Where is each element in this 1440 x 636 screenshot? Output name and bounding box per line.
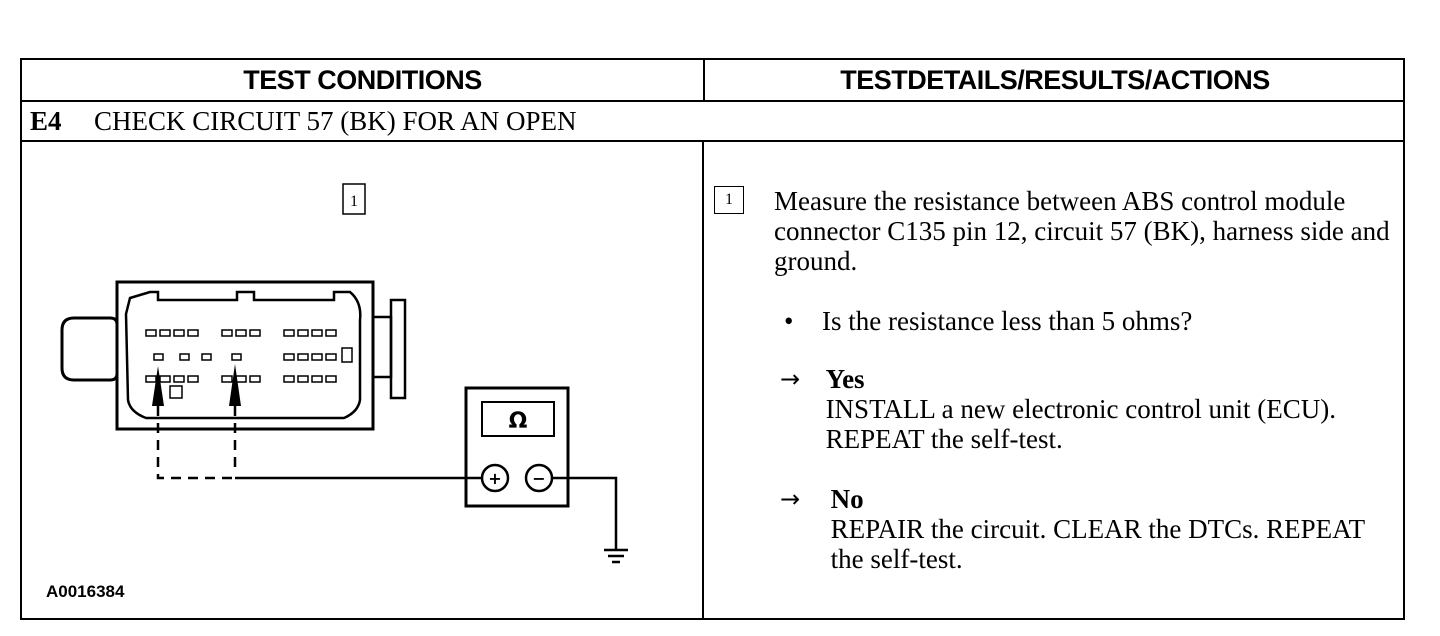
- header-rule: [22, 100, 1403, 102]
- yes-label: Yes: [825, 364, 865, 394]
- probe-tip-right: [229, 364, 241, 406]
- connector-left-tab: [60, 316, 119, 382]
- connector-right-clip: [389, 298, 407, 400]
- ohmmeter-display: [481, 401, 555, 437]
- no-answer: → No REPAIR the circuit. CLEAR the DTCs.…: [780, 484, 1380, 574]
- test-procedure-sheet: TEST CONDITIONS TESTDETAILS/RESULTS/ACTI…: [20, 58, 1405, 620]
- figure-id: A0016384: [46, 582, 125, 601]
- test-diagram: 1: [22, 142, 702, 620]
- arrow-right-icon: →: [780, 365, 801, 393]
- arrow-right-icon: →: [780, 485, 801, 513]
- no-action: REPAIR the circuit. CLEAR the DTCs. REPE…: [830, 514, 1365, 574]
- bullet-icon: •: [784, 306, 794, 336]
- test-details: 1 Measure the resistance between ABS con…: [704, 142, 1405, 620]
- connector-inner-shell: [124, 290, 362, 420]
- connector-meter-diagram: 1: [60, 183, 628, 564]
- step-row: E4 CHECK CIRCUIT 57 (BK) FOR AN OPEN: [22, 102, 1403, 140]
- ground-lead: [552, 476, 618, 550]
- ohm-symbol: Ω: [509, 409, 528, 434]
- connector-body: [115, 280, 375, 431]
- yes-answer: → Yes INSTALL a new electronic control u…: [780, 364, 1380, 454]
- plus-symbol: +: [488, 469, 501, 488]
- no-label: No: [830, 484, 864, 514]
- dashed-lead-left: [156, 406, 235, 480]
- yes-action: INSTALL a new electronic control unit (E…: [825, 394, 1336, 454]
- question-row: • Is the resistance less than 5 ohms?: [784, 306, 1192, 336]
- probe-tip-left: [152, 366, 164, 406]
- ohmmeter-body: [464, 386, 570, 508]
- test-conditions-header: TEST CONDITIONS: [243, 64, 482, 95]
- connector-right-latch: [371, 315, 393, 379]
- body-divider: [702, 142, 704, 620]
- header-divider: [703, 60, 705, 100]
- connector-pins: [145, 329, 353, 399]
- instruction-text: Measure the resistance between ABS contr…: [774, 186, 1390, 276]
- step-title: CHECK CIRCUIT 57 (BK) FOR AN OPEN: [94, 105, 577, 136]
- step-id: E4: [30, 105, 62, 136]
- minus-symbol: −: [532, 469, 545, 488]
- diagram-callout-box: [342, 183, 366, 215]
- ground-symbol: [604, 548, 628, 564]
- diagram-callout-number: 1: [350, 193, 358, 210]
- test-details-header: TESTDETAILS/RESULTS/ACTIONS: [840, 64, 1270, 95]
- question-text: Is the resistance less than 5 ohms?: [822, 306, 1193, 336]
- step-rule: [22, 140, 1403, 142]
- meter-positive-terminal: [480, 463, 510, 493]
- details-callout-box: 1: [714, 186, 744, 214]
